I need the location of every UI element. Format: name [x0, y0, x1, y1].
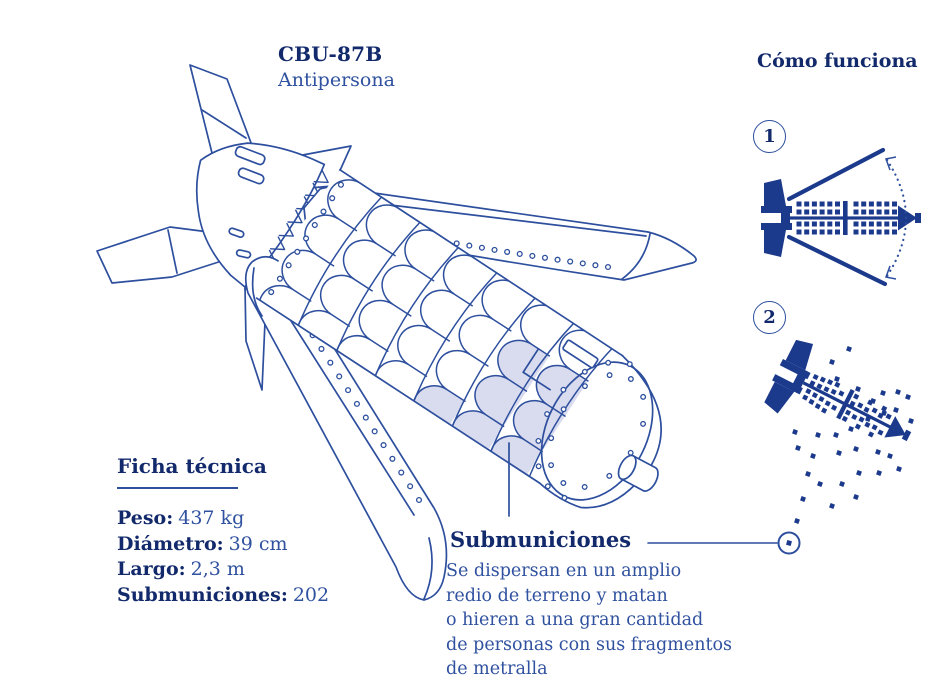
title-block: CBU-87B Antipersona: [278, 42, 395, 91]
step1-shell-lines: [786, 147, 888, 287]
step1-nose: [898, 205, 921, 231]
tail-fin-top-crease: [201, 109, 247, 139]
body-slots: [522, 339, 599, 391]
spec-row-largo: Largo:2,3 m: [117, 558, 245, 580]
step2-diagram: [764, 339, 914, 524]
tail-fin-left-crease: [167, 229, 178, 274]
page-subtitle: Antipersona: [278, 69, 395, 91]
step1-diagram: [761, 147, 921, 287]
tech-sheet-rule: [117, 487, 238, 489]
dispersing-submunitions: [792, 346, 914, 524]
step1-number-badge: 1: [753, 120, 786, 153]
spec-row-peso: Peso:437 kg: [117, 507, 245, 529]
step1-center-bar: [843, 201, 848, 235]
submunition-marker: [777, 531, 801, 555]
submunitions-description: Se dispersan en un amplio redio de terre…: [446, 561, 733, 680]
spec-row-submuniciones: Submuniciones:202: [117, 583, 330, 606]
how-it-works-heading: Cómo funciona: [757, 50, 918, 72]
body-top-edge: [339, 168, 624, 357]
page-title: CBU-87B: [278, 42, 383, 66]
tail-rivet-arc: [268, 181, 344, 296]
step1-number: 1: [763, 126, 776, 147]
submunitions-heading: Submuniciones: [450, 527, 632, 552]
tech-sheet: Ficha técnica Peso:437 kg Diámetro:39 cm…: [117, 454, 329, 608]
nose-rivet-rings: [535, 359, 647, 501]
tech-sheet-items: Peso:437 kg Diámetro:39 cm Largo:2,3 m S…: [117, 506, 329, 608]
bomb-body: [255, 168, 662, 509]
step2-nose: [884, 416, 912, 442]
shaded-submunitions: [413, 340, 588, 487]
tail-cone-slots: [228, 145, 266, 259]
step1-submunition-grid: [796, 201, 897, 235]
step2-bomb-tail: [764, 339, 814, 414]
tech-sheet-heading: Ficha técnica: [117, 454, 267, 478]
body-bottom-edge: [255, 297, 541, 484]
fuze: [617, 454, 659, 492]
step1-opening-arc: [884, 156, 908, 280]
step2-submunition-band: [802, 373, 892, 438]
step1-bomb-tail: [761, 179, 792, 257]
spec-row-diametro: Diámetro:39 cm: [117, 532, 288, 555]
step2-number-badge: 2: [753, 301, 786, 334]
step2-center-bar: [836, 388, 855, 420]
submunition-rows: [258, 179, 615, 488]
step2-number: 2: [763, 307, 776, 328]
tail-ring: [268, 181, 344, 296]
